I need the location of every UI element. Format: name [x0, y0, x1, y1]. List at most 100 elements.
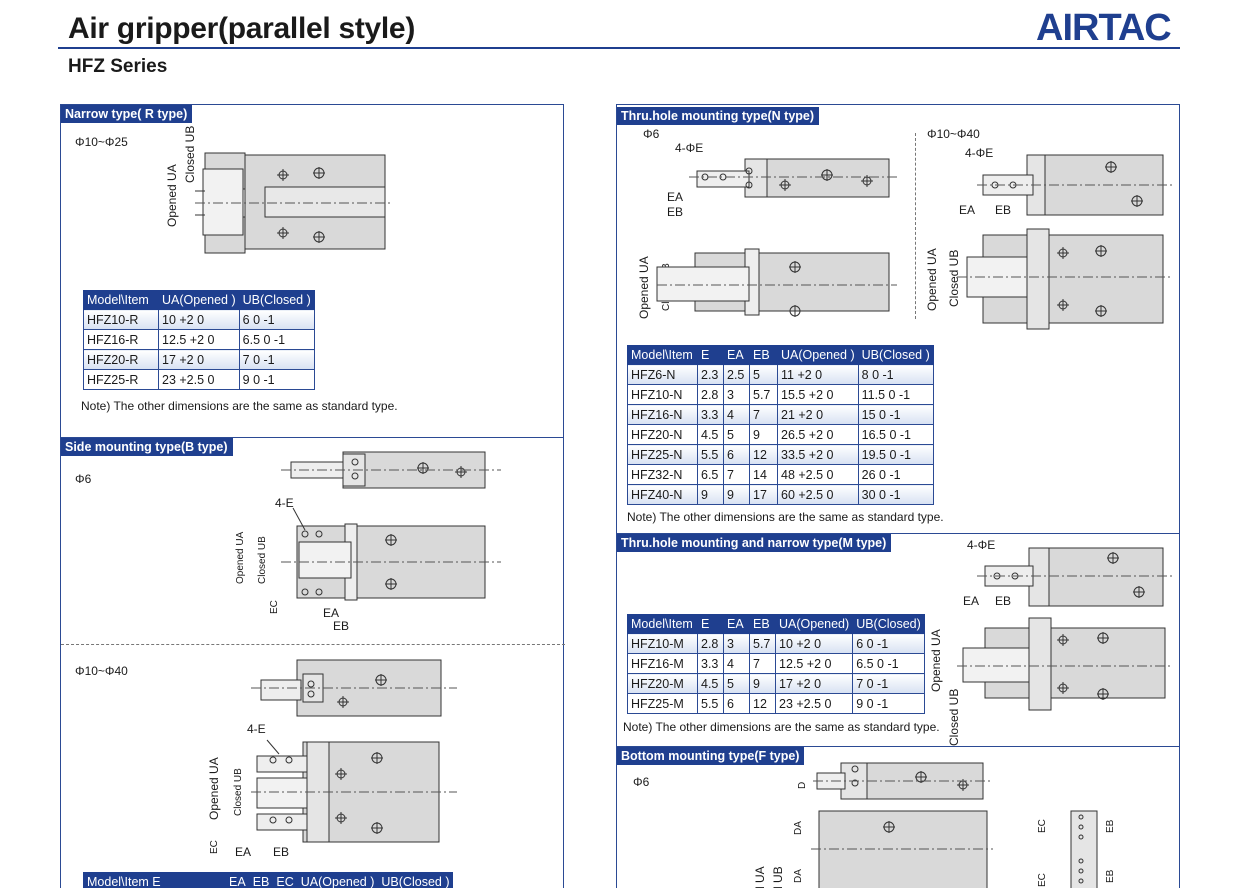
- m-col-model: Model\Item: [627, 614, 698, 634]
- cell: 21 +2 0: [777, 404, 859, 425]
- panel-f-type: Bottom mounting type(F type) Φ6 D DA DA …: [616, 746, 1180, 888]
- cell: 5: [723, 424, 750, 445]
- n-type-table: Model\Item E EA EB UA(Opened ) UB(Closed…: [627, 345, 934, 505]
- b-type-drawing-a: [281, 451, 501, 601]
- cell: 10 +2 0: [774, 633, 854, 654]
- b-eb-label-b: EB: [273, 845, 290, 859]
- m-col-ea: EA: [723, 614, 750, 634]
- cell: 11 +2 0: [777, 364, 859, 385]
- cell: 5.5: [697, 444, 724, 465]
- cell: 3.3: [697, 404, 724, 425]
- f-size-a: Φ6: [633, 775, 650, 789]
- n-col-e: E: [697, 345, 724, 365]
- n-type-heading: Thru.hole mounting type(N type): [617, 107, 820, 125]
- n-type-note: Note) The other dimensions are the same …: [627, 510, 944, 524]
- cell: HFZ25-M: [627, 693, 698, 714]
- cell: 9: [697, 484, 724, 505]
- cell: HFZ10-R: [83, 309, 159, 330]
- cell: 6.5 0 -1: [238, 329, 315, 350]
- cell: HFZ25-R: [83, 369, 159, 390]
- r-type-note: Note) The other dimensions are the same …: [81, 399, 398, 413]
- page-title: Air gripper(parallel style): [68, 12, 416, 45]
- n-col-eb: EB: [749, 345, 778, 365]
- cell: 3: [723, 384, 750, 405]
- cell: 14: [749, 464, 778, 485]
- cell: 3: [723, 633, 750, 654]
- cell: 10 +2 0: [158, 309, 240, 330]
- b-4e-label-b: 4-E: [247, 722, 266, 736]
- cell: 4: [723, 404, 750, 425]
- cell: 8 0 -1: [857, 364, 934, 385]
- f-type-heading: Bottom mounting type(F type): [617, 747, 805, 765]
- cell: HFZ40-N: [627, 484, 698, 505]
- b-size-b: Φ10~Φ40: [75, 664, 128, 678]
- m-col-ub: UB(Closed): [852, 614, 925, 634]
- r-col-ub: UB(Closed ): [238, 290, 315, 310]
- cell: 5.7: [749, 384, 778, 405]
- b-eb-label-a: EB: [333, 619, 350, 633]
- b-col-ua: UA(Opened ): [296, 872, 379, 888]
- n-col-model: Model\Item: [627, 345, 698, 365]
- cell: 2.8: [697, 384, 724, 405]
- cell: 15.5 +2 0: [777, 384, 859, 405]
- panel-r-type: Narrow type( R type) Φ10~Φ25 Opened UA C…: [60, 104, 564, 438]
- cell: HFZ20-N: [627, 424, 698, 445]
- n-4phie-label-b: 4-ΦE: [965, 146, 994, 160]
- b-type-table-header: Model\Item E EA EB EC UA(Opened ) UB(Clo…: [83, 872, 454, 888]
- cell: HFZ20-R: [83, 349, 159, 370]
- cell: 7: [723, 464, 750, 485]
- cell: 9 0 -1: [852, 693, 925, 714]
- cell: 5: [723, 673, 750, 694]
- cell: HFZ10-M: [627, 633, 698, 654]
- cell: 6 0 -1: [238, 309, 315, 330]
- svg-text:AIRTAC: AIRTAC: [1036, 7, 1171, 46]
- m-type-heading: Thru.hole mounting and narrow type(M typ…: [617, 534, 892, 552]
- b-ea-label-b: EA: [235, 845, 252, 859]
- b-ea-label-a: EA: [323, 606, 340, 620]
- cell: 17 +2 0: [158, 349, 240, 370]
- cell: 6.5 0 -1: [852, 653, 925, 674]
- cell: 4: [723, 653, 750, 674]
- cell: HFZ20-M: [627, 673, 698, 694]
- cell: 5.7: [749, 633, 776, 654]
- cell: 7 0 -1: [238, 349, 315, 370]
- cell: 48 +2.5 0: [777, 464, 859, 485]
- cell: HFZ16-R: [83, 329, 159, 350]
- cell: 4.5: [697, 424, 724, 445]
- cell: 33.5 +2 0: [777, 444, 859, 465]
- cell: 6: [723, 693, 750, 714]
- cell: 15 0 -1: [857, 404, 934, 425]
- cell: HFZ16-M: [627, 653, 698, 674]
- cell: HFZ25-N: [627, 444, 698, 465]
- n-divider: [915, 133, 916, 319]
- m-col-e: E: [697, 614, 724, 634]
- m-col-eb: EB: [749, 614, 776, 634]
- r-type-heading: Narrow type( R type): [61, 105, 193, 123]
- airtac-logo: AIRTAC: [1036, 7, 1172, 46]
- cell: 5.5: [697, 693, 724, 714]
- b-col-ea: EA: [225, 872, 250, 888]
- cell: 9: [749, 424, 778, 445]
- n-eb-label-a: EB: [667, 205, 684, 219]
- n-ea-label-a: EA: [667, 190, 684, 204]
- b-size-a: Φ6: [75, 472, 92, 486]
- panel-b-type: Side mounting type(B type) Φ6 4-E Opened…: [60, 437, 565, 888]
- r-type-drawing: [195, 152, 391, 254]
- b-col-ub: UB(Closed ): [377, 872, 454, 888]
- cell: 19.5 0 -1: [857, 444, 934, 465]
- cell: HFZ16-N: [627, 404, 698, 425]
- n-col-ub: UB(Closed ): [857, 345, 934, 365]
- b-col-eb: EB: [248, 872, 274, 888]
- panel-n-type: Thru.hole mounting type(N type) Φ6 Φ10~Φ…: [616, 104, 1180, 534]
- cell: 2.3: [697, 364, 724, 385]
- m-type-table: Model\Item E EA EB UA(Opened) UB(Closed)…: [627, 614, 925, 714]
- cell: 16.5 0 -1: [857, 424, 934, 445]
